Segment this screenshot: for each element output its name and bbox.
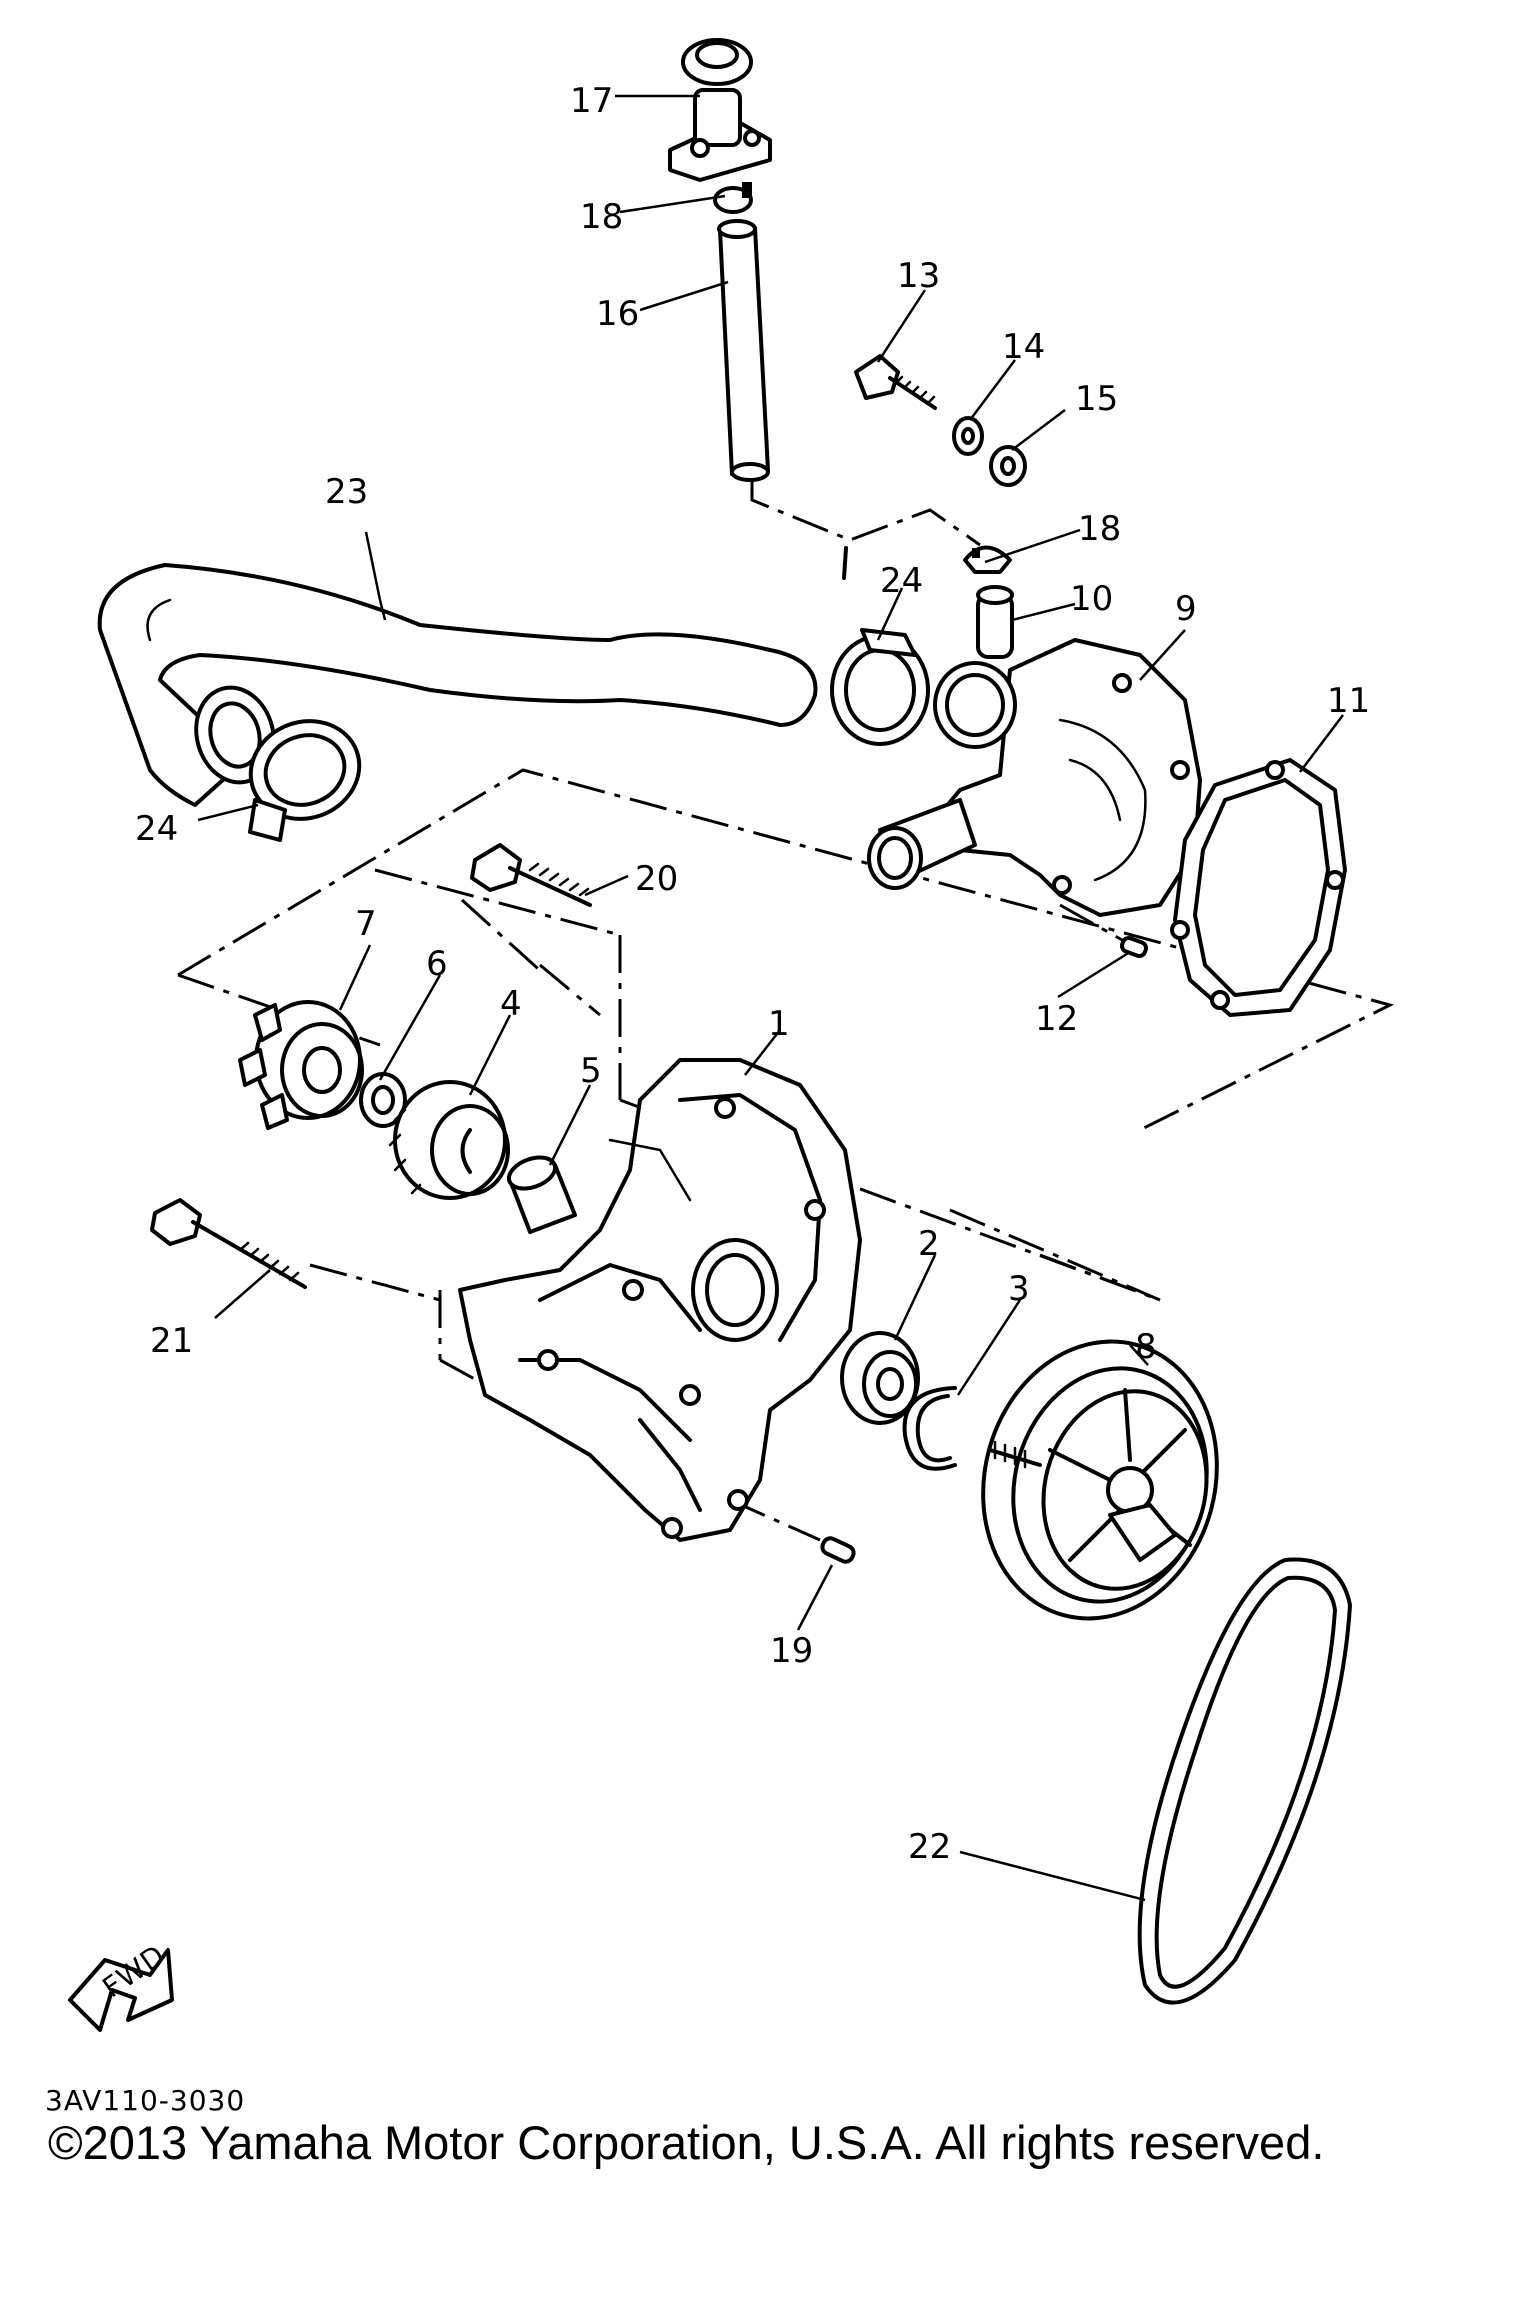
part-4-impeller xyxy=(388,1080,510,1200)
callout-9: 9 xyxy=(1175,589,1197,629)
callout-14: 14 xyxy=(1002,327,1045,367)
callout-7: 7 xyxy=(355,904,377,944)
callout-4: 4 xyxy=(500,984,522,1024)
part-3-circlip xyxy=(902,1386,957,1471)
callout-23: 23 xyxy=(325,472,368,512)
callout-13: 13 xyxy=(897,256,940,296)
callout-1: 1 xyxy=(768,1004,790,1044)
part-18-hose-clamp-top xyxy=(713,182,753,214)
callout-3: 3 xyxy=(1008,1269,1030,1309)
part-10-pipe xyxy=(976,585,1014,659)
callout-16: 16 xyxy=(596,294,639,334)
fwd-arrow-icon: FWD xyxy=(68,1938,174,2032)
callout-10: 10 xyxy=(1070,579,1113,619)
callout-24-left: 24 xyxy=(135,809,178,849)
part-23-radiator-hose xyxy=(97,563,818,807)
part-15-washer xyxy=(989,445,1027,487)
part-1-pump-housing xyxy=(458,1058,862,1542)
part-18-hose-clamp-mid xyxy=(963,545,1012,574)
callout-18-top: 18 xyxy=(580,197,623,237)
part-19-dowel-pin xyxy=(820,1536,856,1564)
part-7-mechanical-seal xyxy=(238,1000,364,1130)
part-17-bleed-valve xyxy=(668,38,772,182)
part-24-hose-clamp-left xyxy=(248,719,362,842)
callout-18-mid: 18 xyxy=(1078,509,1121,549)
callout-2: 2 xyxy=(918,1224,940,1264)
callout-19: 19 xyxy=(770,1631,813,1671)
part-24-hose-clamp-right xyxy=(830,628,930,746)
part-2-bearing xyxy=(840,1331,920,1425)
callout-20: 20 xyxy=(635,859,678,899)
callout-21: 21 xyxy=(150,1321,193,1361)
part-13-bolt xyxy=(854,354,937,410)
callout-labels: 1 2 3 4 5 6 7 8 9 10 11 12 13 14 15 16 1… xyxy=(135,81,1370,1867)
small-pin xyxy=(842,546,848,580)
callout-24-right: 24 xyxy=(880,561,923,601)
callout-5: 5 xyxy=(580,1051,602,1091)
part-14-washer xyxy=(952,416,984,456)
callout-15: 15 xyxy=(1075,379,1118,419)
part-5-collar xyxy=(506,1155,577,1234)
part-12-dowel-pin xyxy=(1120,936,1148,958)
callout-12: 12 xyxy=(1035,999,1078,1039)
part-21-bolt xyxy=(150,1198,307,1289)
part-22-v-belt xyxy=(1137,1557,1352,2005)
callout-17: 17 xyxy=(570,81,613,121)
callout-22: 22 xyxy=(908,1827,951,1867)
copyright-notice: ©2013 Yamaha Motor Corporation, U.S.A. A… xyxy=(48,2116,1325,2169)
part-16-hose xyxy=(717,219,770,482)
callout-8: 8 xyxy=(1135,1327,1157,1367)
part-11-gasket xyxy=(1170,758,1347,1017)
callout-11: 11 xyxy=(1327,681,1370,721)
part-20-bolt xyxy=(470,843,592,907)
part-8-pulley xyxy=(981,1339,1219,1621)
callout-6: 6 xyxy=(426,944,448,984)
leader-lines xyxy=(197,94,1344,1902)
drawing-code: 3AV110-3030 xyxy=(45,2084,245,2117)
part-9-pump-cover xyxy=(867,638,1202,917)
